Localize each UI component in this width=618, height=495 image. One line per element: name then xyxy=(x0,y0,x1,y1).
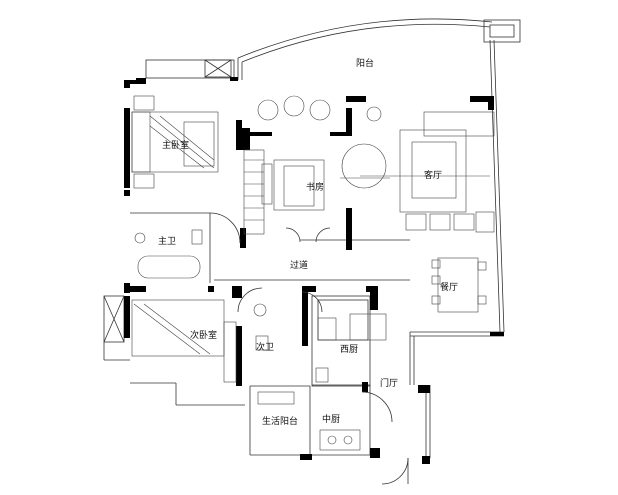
kitchen-fixtures xyxy=(315,313,387,451)
balcony-curve xyxy=(237,18,493,59)
label-utility-balcony: 生活阳台 xyxy=(262,415,298,427)
master-bath-fixtures xyxy=(134,229,203,279)
living-sofa-set xyxy=(360,111,495,233)
walls xyxy=(124,77,504,464)
study-desk xyxy=(261,143,390,211)
label-dining-room: 餐厅 xyxy=(440,281,458,293)
second-bath-fixtures xyxy=(253,303,295,405)
label-living-room: 客厅 xyxy=(424,169,442,181)
label-study: 书房 xyxy=(306,181,324,193)
wardrobe xyxy=(243,149,265,235)
label-master-bath: 主卫 xyxy=(158,235,176,247)
dining-table xyxy=(431,257,487,313)
label-corridor: 过道 xyxy=(290,259,308,271)
label-master-bedroom: 主卧室 xyxy=(162,139,189,151)
balcony-chairs xyxy=(257,95,382,122)
label-western-kitchen: 西厨 xyxy=(340,344,358,355)
thin-outlines xyxy=(103,18,521,458)
label-second-bath: 次卫 xyxy=(256,341,274,353)
label-foyer: 门厅 xyxy=(380,377,398,389)
master-bed xyxy=(131,95,219,189)
label-chinese-kitchen: 中厨 xyxy=(322,413,340,425)
label-balcony: 阳台 xyxy=(356,57,374,69)
label-second-bedroom: 次卧室 xyxy=(190,329,217,341)
room-labels: 阳台 主卧室 书房 客厅 主卫 过道 餐厅 次卧室 次卫 西厨 门厅 生活阳台 … xyxy=(158,57,458,427)
doors xyxy=(209,212,409,485)
second-bed xyxy=(131,299,237,383)
